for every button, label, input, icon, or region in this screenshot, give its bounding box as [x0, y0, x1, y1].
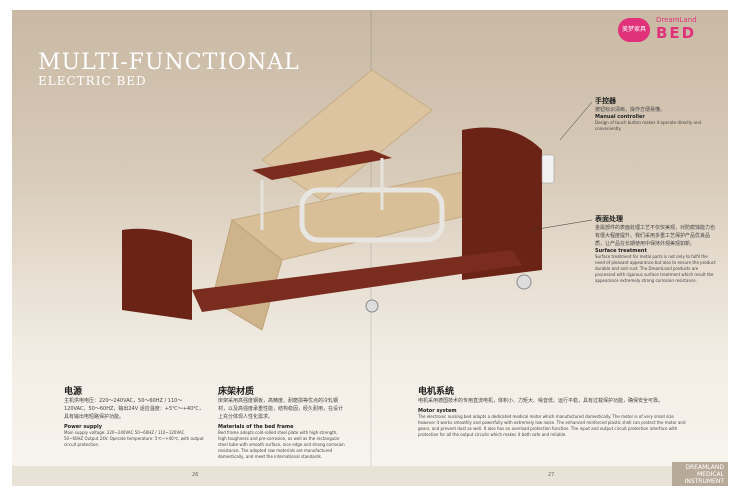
page-subtitle: ELECTRIC BED: [38, 74, 147, 88]
headboard: [462, 127, 542, 280]
surface-cn-body: 金属部件的表面处理工艺不仅仅美观，对防腐蚀能力也有很大程度提升。我们采用多重工艺…: [595, 225, 716, 247]
callout-lines: [531, 101, 593, 231]
brand-line-2: MEDICAL: [697, 471, 724, 478]
motor-cn-body: 电机采用德国技术的专用直流电机，体积小、力矩大、噪音低、运行平稳，具有过载保护功…: [418, 398, 664, 404]
logo-subtext: DreamLand: [656, 16, 697, 24]
footboard: [122, 228, 192, 320]
frame-cn-title: 床架材质: [218, 387, 255, 397]
surface-en-body: Surface treatment for metal parts is not…: [595, 254, 716, 283]
frame-en-body: Bed frame adopts cold-rolled steel plate…: [218, 430, 345, 459]
page-fold: [370, 10, 372, 486]
controller-en-title: Manual controller: [595, 114, 645, 120]
motor-callout: 电机系统 电机采用德国技术的专用直流电机，体积小、力矩大、噪音低、运行平稳，具有…: [418, 384, 688, 438]
page-number-right: 27: [548, 472, 555, 478]
brand-line-3: INSTRUMENT: [684, 478, 724, 485]
footer-band: [12, 466, 728, 486]
bed-frame: [192, 250, 522, 312]
page-title: MULTI-FUNCTIONAL: [38, 50, 300, 75]
controller-cn-title: 手控器: [595, 97, 616, 105]
power-callout: 电源 主机供电电压：220～240VAC，50～60HZ / 110～120VA…: [64, 384, 204, 448]
motor-en-body: The electronic nursing bed adopts a dedi…: [418, 414, 686, 437]
power-cn-body: 主机供电电压：220～240VAC，50～60HZ / 110～120VAC，5…: [64, 398, 204, 420]
controller-callout: 手控器 按钮标识清晰，操作方便易懂。 Manual controller Des…: [595, 96, 723, 132]
brand-tag: DREAMLAND MEDICAL INSTRUMENT: [672, 462, 728, 486]
caster-wheel: [516, 274, 532, 290]
motor-en-title: Motor system: [418, 408, 457, 414]
surface-callout: 表面处理 金属部件的表面处理工艺不仅仅美观，对防腐蚀能力也有很大程度提升。我们采…: [595, 214, 719, 284]
brand-logo: 美梦家具 DreamLand BED: [618, 14, 728, 46]
power-en-title: Power supply: [64, 424, 102, 430]
page-number-left: 26: [192, 472, 199, 478]
frame-en-title: Materials of the bed frame: [218, 424, 294, 430]
power-cn-title: 电源: [64, 387, 83, 397]
power-en-body: Main supply voltage: 220~240VAC 50~60HZ …: [64, 430, 204, 447]
frame-callout: 床架材质 床架采用高强度钢板，高精度、耐磨损等优点的冷轧钢材，以及高强度承重性能…: [218, 384, 346, 460]
hand-controller: [541, 154, 555, 184]
surface-cn-title: 表面处理: [595, 215, 623, 223]
brand-line-1: DREAMLAND: [685, 464, 724, 471]
side-rail: [299, 187, 445, 243]
surface-en-title: Surface treatment: [595, 248, 647, 254]
logo-maintext: BED: [656, 24, 697, 42]
controller-en-body: Design of touch button makes it operate …: [595, 120, 702, 131]
controller-cn-body: 按钮标识清晰，操作方便易懂。: [595, 107, 666, 113]
logo-badge: 美梦家具: [618, 18, 650, 42]
caster-wheel: [365, 299, 379, 313]
overbed-table: [252, 150, 392, 180]
brochure-spread: MULTI-FUNCTIONAL ELECTRIC BED 美梦家具 Dream…: [12, 10, 728, 486]
motor-cn-title: 电机系统: [418, 387, 455, 397]
bed-illustration: [122, 69, 555, 331]
frame-cn-body: 床架采用高强度钢板，高精度、耐磨损等优点的冷轧钢材，以及高强度承重性能，结构稳固…: [218, 398, 344, 420]
